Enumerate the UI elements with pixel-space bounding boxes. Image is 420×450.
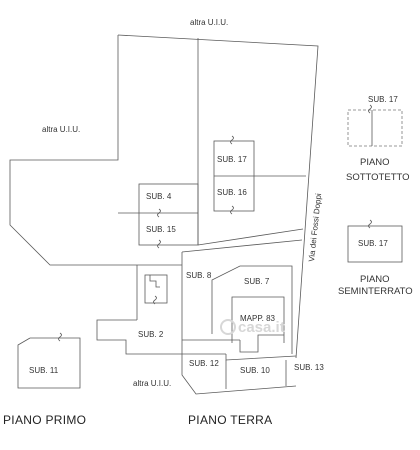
- label-piano-seminterrato-2: SEMINTERRATO: [338, 286, 413, 297]
- label-altra-bottom: altra U.I.U.: [133, 379, 171, 388]
- label-sub-7: SUB. 7: [244, 277, 270, 286]
- main-outline: [117, 34, 319, 359]
- label-sub-13: SUB. 13: [294, 363, 324, 372]
- stair-box: [144, 274, 168, 304]
- room-sub-17-seminterrato: [347, 225, 403, 263]
- room-sub-4-15: [138, 183, 199, 246]
- label-sub-11: SUB. 11: [29, 366, 59, 375]
- label-sub-8: SUB. 8: [186, 271, 212, 280]
- label-sub-17: SUB. 17: [217, 155, 247, 164]
- ground-outline: [181, 265, 297, 395]
- main-left-outline: [9, 35, 137, 266]
- label-sub-15: SUB. 15: [146, 225, 176, 234]
- label-piano-seminterrato-1: PIANO: [360, 274, 390, 285]
- label-sub-2: SUB. 2: [138, 330, 164, 339]
- label-sub-16: SUB. 16: [217, 188, 247, 197]
- watermark-logo: [220, 319, 236, 335]
- label-altra-top: altra U.I.U.: [190, 18, 228, 27]
- label-piano-sottotetto-1: PIANO: [360, 157, 390, 168]
- label-street: Via dei Fossi Doppi: [307, 193, 323, 263]
- label-sub-17-sottotetto: SUB. 17: [368, 95, 398, 104]
- label-sub-12: SUB. 12: [189, 359, 219, 368]
- room-sub-11: [17, 337, 81, 389]
- label-mapp-83: MAPP. 83: [240, 314, 276, 323]
- label-sub-4: SUB. 4: [146, 192, 172, 201]
- watermark-text: casa.it: [238, 319, 285, 336]
- label-altra-left: altra U.I.U.: [42, 125, 80, 134]
- label-piano-primo: PIANO PRIMO: [3, 413, 86, 427]
- label-piano-terra: PIANO TERRA: [188, 413, 272, 427]
- label-sub-10: SUB. 10: [240, 366, 270, 375]
- room-sub-17-sottotetto: [347, 109, 403, 147]
- label-piano-sottotetto-2: SOTTOTETTO: [346, 172, 410, 183]
- label-sub-17-seminterrato: SUB. 17: [358, 239, 388, 248]
